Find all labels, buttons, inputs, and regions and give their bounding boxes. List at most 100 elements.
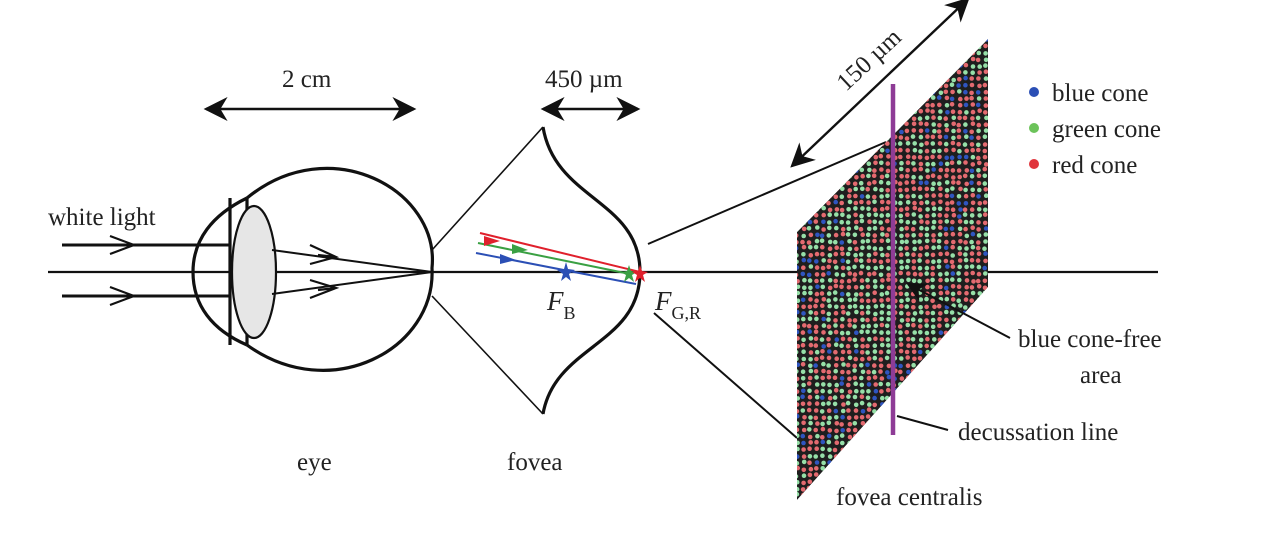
cone-cell <box>925 336 930 342</box>
cone-cell <box>971 279 976 284</box>
cone-cell <box>931 428 936 433</box>
cone-cell <box>944 43 950 49</box>
cone-cell <box>899 160 904 166</box>
cone-cell <box>814 43 820 49</box>
cone-cell <box>797 303 800 309</box>
cone-cell <box>904 245 909 251</box>
cone-cell <box>904 304 910 309</box>
cone-cell <box>797 317 800 322</box>
cone-cell <box>982 290 988 296</box>
cone-cell <box>859 116 864 122</box>
cone-cell <box>936 129 942 134</box>
cone-cell <box>944 376 949 381</box>
cone-cell <box>801 480 806 486</box>
cone-cell <box>917 83 922 89</box>
cone-cell <box>976 44 982 50</box>
cone-cell <box>976 375 982 380</box>
cone-cell <box>956 122 961 128</box>
cone-cell <box>944 63 950 68</box>
cone-cell <box>930 173 936 178</box>
cone-cell <box>879 310 885 315</box>
cone-cell <box>808 232 814 238</box>
cone-cell <box>847 122 852 128</box>
cone-cell <box>925 466 930 471</box>
cone-cell <box>971 395 976 401</box>
cone-cell <box>919 362 924 368</box>
cone-cell <box>932 407 937 413</box>
cone-cell <box>943 89 949 95</box>
cone-cell <box>911 63 917 69</box>
cone-cell <box>801 459 807 465</box>
cone-cell <box>938 454 943 459</box>
cone-cell <box>931 122 936 127</box>
cone-cell <box>944 103 950 108</box>
cone-cell <box>872 375 878 380</box>
cone-cell <box>924 473 929 479</box>
cone-cell <box>898 420 904 426</box>
cone-cell <box>833 57 838 63</box>
cone-cell <box>963 343 968 348</box>
cone-cell <box>976 408 982 414</box>
cone-cell <box>964 389 970 395</box>
cone-cell <box>852 135 858 140</box>
cone-cell <box>820 446 825 452</box>
cone-cell <box>924 141 929 146</box>
cone-cell <box>969 213 975 218</box>
cone-cell <box>826 433 832 439</box>
cone-cell <box>833 368 838 374</box>
cone-cell <box>839 284 844 290</box>
cone-cell <box>943 356 948 362</box>
cone-cell <box>958 466 963 472</box>
cone-cell <box>859 310 865 316</box>
cone-cell <box>931 466 936 472</box>
cone-cell <box>917 349 923 355</box>
cone-cell <box>821 122 827 127</box>
cone-cell <box>847 193 852 199</box>
cone-cell <box>977 363 983 368</box>
cone-cell <box>834 135 839 141</box>
cone-cell <box>841 51 846 56</box>
cone-cell <box>956 201 962 206</box>
cone-cell <box>821 316 826 322</box>
cone-cell <box>970 244 976 250</box>
cone-cell <box>924 323 929 328</box>
cone-cell <box>982 278 988 284</box>
cone-cell <box>963 57 968 62</box>
cone-cell <box>880 121 885 127</box>
cone-cell <box>938 277 943 283</box>
cone-cell <box>949 259 955 265</box>
cone-cell <box>866 323 871 329</box>
cone-cell <box>860 409 866 414</box>
cone-cell <box>847 440 852 446</box>
cone-cell <box>813 427 818 433</box>
cone-cell <box>821 491 827 497</box>
cone-cell <box>977 70 982 75</box>
cone-cell <box>860 343 865 349</box>
cone-cell <box>834 212 839 217</box>
cone-cell <box>950 297 956 302</box>
cone-cell <box>962 207 968 212</box>
cone-cell <box>918 466 924 471</box>
cone-cell <box>834 440 840 446</box>
cone-cell <box>886 277 891 282</box>
cone-cell <box>840 108 846 113</box>
cone-cell <box>806 407 812 413</box>
cone-cell <box>807 304 813 310</box>
cone-cell <box>847 101 852 107</box>
cone-cell <box>859 375 864 381</box>
cone-cell <box>905 317 911 323</box>
cone-cell <box>950 69 956 74</box>
cone-cell <box>918 175 923 180</box>
cone-cell <box>828 57 833 63</box>
cone-cell <box>820 466 825 471</box>
cone-cell <box>918 121 924 126</box>
cone-cell <box>885 330 891 335</box>
cone-cell <box>924 193 930 198</box>
cone-cell <box>879 467 884 472</box>
cone-cell <box>872 76 878 82</box>
cone-cell <box>807 479 813 485</box>
cone-cell <box>808 45 814 50</box>
cone-cell <box>821 297 827 302</box>
cone-cell <box>944 127 950 133</box>
cone-cell <box>898 291 904 297</box>
